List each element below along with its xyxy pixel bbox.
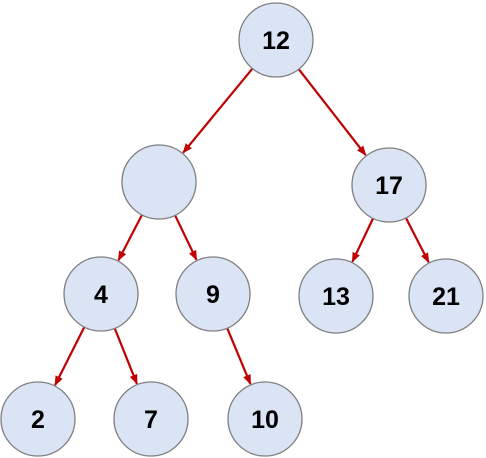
edge-n17-to-n13 bbox=[351, 217, 375, 263]
tree-node-blank bbox=[121, 144, 197, 220]
tree-node-7: 7 bbox=[113, 381, 189, 457]
edge-n9-to-n10 bbox=[226, 327, 252, 385]
edge-n12-to-n17 bbox=[297, 68, 367, 156]
edge-n4-to-n2 bbox=[54, 326, 86, 386]
node-circle bbox=[0, 381, 76, 457]
edge-n17-to-n21 bbox=[404, 217, 430, 264]
node-circle bbox=[238, 2, 314, 78]
edge-n12-to-nblank bbox=[182, 67, 254, 154]
node-label: 10 bbox=[251, 406, 279, 434]
node-label: 7 bbox=[144, 406, 158, 434]
node-circle bbox=[227, 381, 303, 457]
tree-node-13: 13 bbox=[298, 258, 374, 334]
tree-node-21: 21 bbox=[408, 258, 484, 334]
tree-node-4: 4 bbox=[63, 256, 139, 332]
node-circle bbox=[351, 147, 427, 223]
tree-node-17: 17 bbox=[351, 147, 427, 223]
edge-nblank-to-n4 bbox=[117, 214, 143, 262]
tree-node-10: 10 bbox=[227, 381, 303, 457]
node-label: 12 bbox=[262, 27, 290, 55]
edges-layer bbox=[54, 67, 430, 386]
node-circle bbox=[113, 381, 189, 457]
tree-node-9: 9 bbox=[175, 256, 251, 332]
node-label: 2 bbox=[31, 406, 45, 434]
node-label: 9 bbox=[206, 281, 220, 309]
node-circle bbox=[63, 256, 139, 332]
node-label: 4 bbox=[94, 281, 108, 309]
node-label: 13 bbox=[322, 283, 350, 311]
node-label: 17 bbox=[375, 172, 403, 200]
tree-node-2: 2 bbox=[0, 381, 76, 457]
node-circle bbox=[408, 258, 484, 334]
edge-nblank-to-n9 bbox=[174, 214, 198, 261]
node-circle bbox=[121, 144, 197, 220]
node-circle bbox=[298, 258, 374, 334]
edge-n4-to-n7 bbox=[113, 327, 138, 385]
tree-node-12: 12 bbox=[238, 2, 314, 78]
node-circle bbox=[175, 256, 251, 332]
node-label: 21 bbox=[432, 283, 460, 311]
